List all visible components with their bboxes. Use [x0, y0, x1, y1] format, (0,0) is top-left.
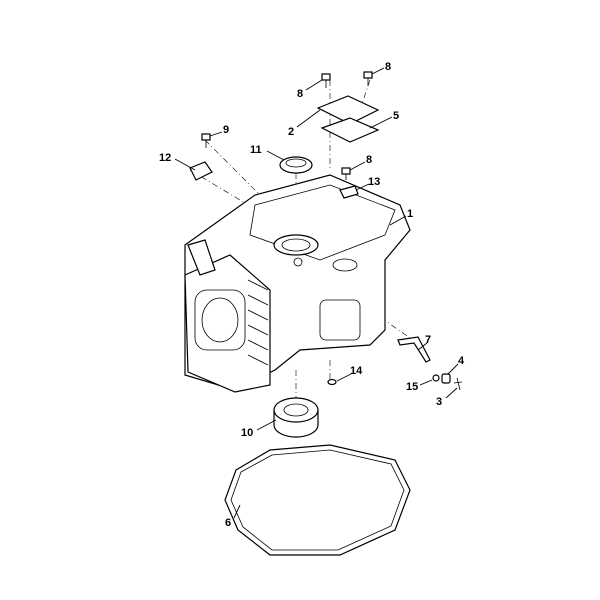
- callout-11: 11: [250, 144, 262, 156]
- callout-2: 2: [288, 126, 294, 138]
- callout-3: 3: [436, 396, 442, 408]
- callout-7: 7: [425, 334, 431, 346]
- bolt-9: [201, 133, 211, 148]
- callout-13: 13: [368, 176, 380, 188]
- callout-6: 6: [225, 517, 231, 529]
- parts: [189, 71, 463, 556]
- plug-4: [441, 373, 451, 384]
- bolt-8a: [321, 73, 331, 88]
- callout-1: 1: [407, 208, 413, 220]
- gasket-6: [224, 444, 411, 556]
- gasket-5: [320, 117, 380, 143]
- callout-8a: 8: [297, 88, 303, 100]
- bearing-10: [273, 397, 319, 438]
- callout-12: 12: [159, 152, 171, 164]
- cover-2: [316, 95, 380, 125]
- oring-14: [327, 378, 337, 386]
- callout-4: 4: [458, 355, 465, 367]
- oring-15: [432, 374, 440, 382]
- callout-8c: 8: [366, 154, 372, 166]
- plate-13: [339, 185, 359, 199]
- bolt-8b: [363, 71, 373, 86]
- callout-10: 10: [241, 427, 253, 439]
- leader-lines: [174, 67, 459, 519]
- bracket-12: [189, 161, 213, 181]
- crankcase-block: [184, 174, 411, 393]
- callout-14: 14: [350, 365, 363, 377]
- tube-7: [397, 336, 431, 363]
- callout-15: 15: [406, 381, 418, 393]
- callout-5: 5: [393, 110, 399, 122]
- seal-11: [279, 156, 313, 174]
- callout-8b: 8: [385, 61, 391, 73]
- callout-9: 9: [223, 124, 229, 136]
- screw-3: [453, 377, 463, 391]
- callout-labels: 1 2 3 4 5 6 7 8 8 8 9 10 11 12 13 14 15: [159, 61, 465, 529]
- bolt-8c: [341, 167, 351, 180]
